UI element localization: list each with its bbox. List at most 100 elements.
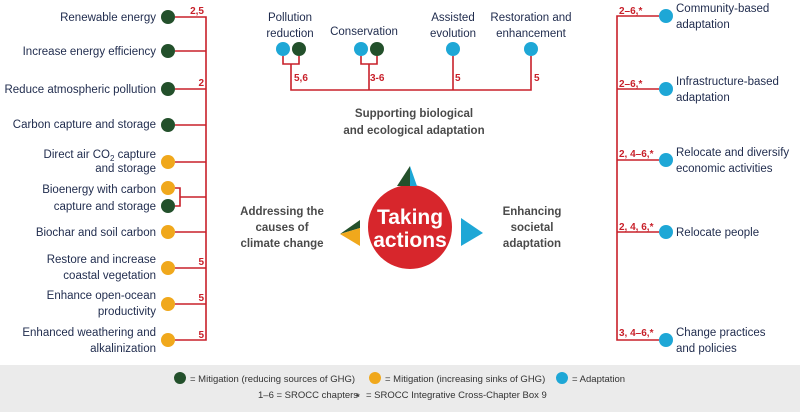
right-dot — [659, 153, 673, 167]
left-item-label: Renewable energy — [60, 12, 156, 24]
right-item-label: Infrastructure-based — [676, 76, 779, 88]
left-bus-line — [175, 16, 207, 341]
left-item-chapters: 5 — [198, 293, 204, 304]
top-bracket — [360, 56, 378, 65]
left-dot — [161, 82, 175, 96]
theme-headings: Supporting biological and ecological ada… — [240, 108, 561, 250]
left-item-chapters: 2,5 — [190, 6, 204, 17]
left-item-chapters: 5 — [198, 330, 204, 341]
right-item-chapters: 2, 4, 6,* — [619, 222, 654, 233]
category-dots — [161, 9, 673, 347]
legend-dot-sinks — [369, 372, 381, 384]
left-item-label: Carbon capture and storage — [13, 119, 156, 131]
legend-sinks-label: = Mitigation (increasing sinks of GHG) — [385, 374, 545, 385]
top-item-chapters: 5 — [534, 73, 540, 84]
top-item-label: evolution — [430, 28, 476, 40]
left-item-label: Reduce atmospheric pollution — [4, 84, 156, 96]
left-item-chapters: 2 — [198, 78, 204, 89]
left-item-label: Biochar and soil carbon — [36, 227, 156, 239]
theme-top: Supporting biological — [355, 108, 473, 120]
right-bus-line — [616, 15, 659, 341]
left-dot — [161, 44, 175, 58]
arrow-right-icon — [461, 218, 483, 246]
theme-left: causes of — [255, 222, 308, 234]
left-dot — [161, 225, 175, 239]
top-item-label: Pollution — [268, 12, 312, 24]
theme-top: and ecological adaptation — [343, 125, 484, 137]
right-item-label: economic activities — [676, 163, 773, 175]
left-item-label: alkalinization — [90, 343, 156, 355]
left-dot — [161, 181, 175, 195]
top-item-label: enhancement — [496, 28, 566, 40]
right-item-chapters: 2, 4–6,* — [619, 149, 654, 160]
left-dot — [161, 199, 175, 213]
theme-right: societal — [511, 222, 554, 234]
legend-background — [0, 365, 800, 412]
right-item-label: Change practices — [676, 327, 766, 339]
left-dot — [161, 261, 175, 275]
connector-lines — [175, 15, 659, 341]
right-item-label: adaptation — [676, 19, 730, 31]
top-dot — [276, 42, 290, 56]
center-title: Taking — [377, 206, 443, 229]
top-item-chapters: 3-6 — [370, 73, 385, 84]
top-item-chapters: 5,6 — [294, 73, 308, 84]
right-dot — [659, 82, 673, 96]
asterisk-icon: * — [356, 392, 360, 403]
top-dot — [446, 42, 460, 56]
top-dot — [354, 42, 368, 56]
right-column: Community-based adaptation Infrastructur… — [619, 3, 789, 355]
top-item-label: Assisted — [431, 12, 474, 24]
legend-dot-adaptation — [556, 372, 568, 384]
theme-right: Enhancing — [503, 206, 562, 218]
top-dot — [370, 42, 384, 56]
right-item-chapters: 3, 4–6,* — [619, 328, 654, 339]
right-item-label: Relocate and diversify — [676, 147, 789, 159]
legend-adaptation-label: = Adaptation — [572, 374, 625, 385]
right-dot — [659, 9, 673, 23]
left-column: Renewable energy Increase energy efficie… — [4, 6, 204, 355]
left-item-label: Increase energy efficiency — [23, 46, 157, 58]
right-dot — [659, 225, 673, 239]
legend-sources-label: = Mitigation (reducing sources of GHG) — [190, 374, 355, 385]
left-dot — [161, 155, 175, 169]
theme-left: Addressing the — [240, 206, 324, 218]
top-row: Pollution reduction Conservation Assiste… — [266, 12, 571, 84]
left-item-label: coastal vegetation — [63, 270, 156, 282]
left-item-label: Bioenergy with carbon — [42, 184, 156, 196]
right-item-chapters: 2–6,* — [619, 6, 642, 17]
top-item-label: Conservation — [330, 26, 398, 38]
right-dot — [659, 333, 673, 347]
left-item-label: Direct air CO2 capture — [44, 149, 156, 163]
top-dot — [292, 42, 306, 56]
left-dot — [161, 10, 175, 24]
right-item-chapters: 2–6,* — [619, 79, 642, 90]
right-item-label: Community-based — [676, 3, 769, 15]
left-dot — [161, 297, 175, 311]
top-bus-line — [290, 56, 532, 91]
left-item-label: capture and storage — [54, 201, 156, 213]
legend-box-note: = SROCC Integrative Cross-Chapter Box 9 — [366, 390, 547, 401]
left-item-chapters: 5 — [198, 257, 204, 268]
left-item-label: Enhanced weathering and — [22, 327, 156, 339]
right-item-label: Relocate people — [676, 227, 759, 239]
top-dot — [524, 42, 538, 56]
left-item-label: and storage — [95, 163, 156, 175]
center-title: actions — [373, 229, 447, 252]
top-item-label: reduction — [266, 28, 313, 40]
left-dot — [161, 333, 175, 347]
arrow-up-icon — [397, 166, 417, 186]
theme-left: climate change — [240, 238, 323, 250]
left-item-label: productivity — [98, 306, 156, 318]
left-item-label: Restore and increase — [47, 254, 156, 266]
legend-chapters-note: 1–6 = SROCC chapters — [258, 390, 358, 401]
legend: = Mitigation (reducing sources of GHG) =… — [0, 365, 800, 412]
legend-dot-sources — [174, 372, 186, 384]
center-hub: Taking actions — [340, 166, 483, 271]
theme-right: adaptation — [503, 238, 561, 250]
arrow-left-icon — [340, 220, 360, 246]
left-item-label: Enhance open-ocean — [47, 290, 156, 302]
right-item-label: and policies — [676, 343, 737, 355]
right-item-label: adaptation — [676, 92, 730, 104]
